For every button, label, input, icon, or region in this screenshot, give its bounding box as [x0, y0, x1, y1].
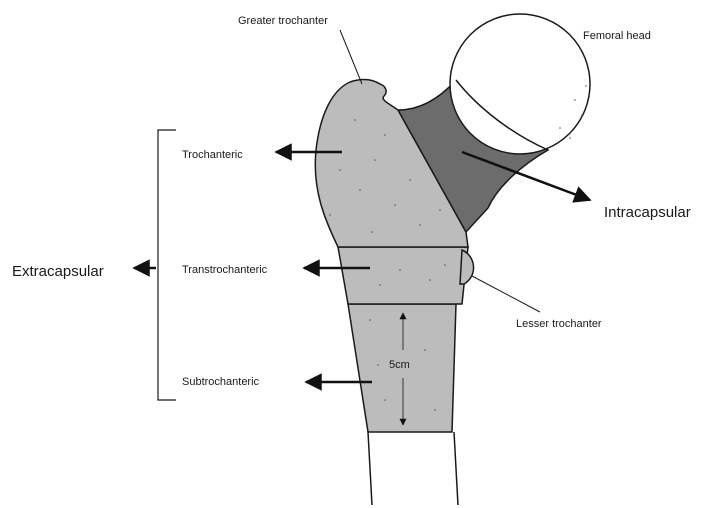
five-cm-label: 5cm — [389, 359, 410, 371]
extracapsular-bracket — [158, 130, 176, 400]
lesser-trochanter — [460, 250, 474, 284]
subtrochanteric-label: Subtrochanteric — [182, 376, 260, 388]
femoral-shaft — [368, 432, 458, 505]
lesser-trochanter-leader — [472, 276, 540, 312]
transtrochanteric-label: Transtrochanteric — [182, 264, 268, 276]
femoral-head — [450, 14, 590, 154]
greater-trochanter-leader — [340, 30, 362, 84]
femoral-head-label: Femoral head — [583, 30, 651, 42]
trochanteric-label: Trochanteric — [182, 149, 243, 161]
greater-trochanter-label: Greater trochanter — [238, 15, 328, 27]
transtrochanteric-region — [338, 247, 468, 304]
intracapsular-label: Intracapsular — [604, 204, 691, 221]
extracapsular-label: Extracapsular — [12, 263, 104, 280]
lesser-trochanter-label: Lesser trochanter — [516, 318, 602, 330]
